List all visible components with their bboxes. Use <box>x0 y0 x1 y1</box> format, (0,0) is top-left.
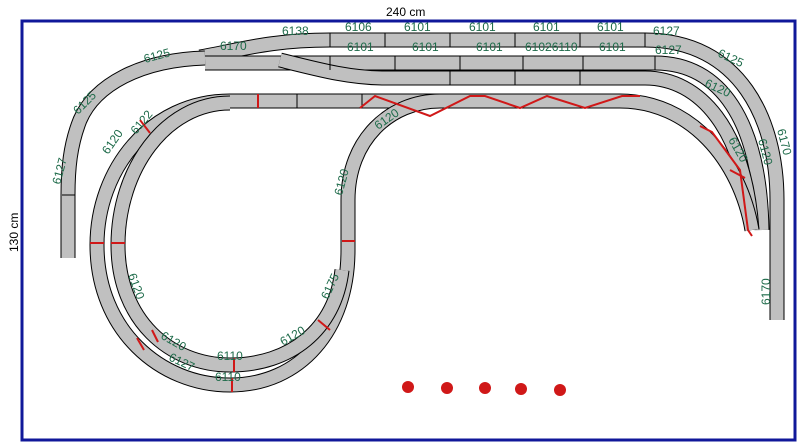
track-label: 6101 <box>533 20 560 34</box>
track-label: 6170 <box>220 39 247 53</box>
turnout-symbol <box>479 382 491 394</box>
track-label: 6101 <box>599 40 626 54</box>
track-line-3[interactable] <box>278 53 759 231</box>
track-label: 6127 <box>655 43 682 57</box>
track-teardrop-inner[interactable] <box>111 96 349 372</box>
turnout-symbol <box>402 381 414 393</box>
turnout-symbols <box>402 381 566 396</box>
red-markers <box>90 94 753 392</box>
track-label: 6101 <box>476 40 503 54</box>
track-label: 6170 <box>759 278 773 305</box>
track-label: 6127 <box>49 156 70 186</box>
track-label: 6120 <box>755 137 776 167</box>
layout-border <box>20 19 797 442</box>
track-label: 6170 <box>774 127 795 157</box>
track-label: 6101 <box>469 20 496 34</box>
turnout-symbol <box>441 382 453 394</box>
track-label: 6138 <box>282 24 309 38</box>
turnout-symbol <box>554 384 566 396</box>
track-joints <box>62 33 656 196</box>
turnout-symbol <box>515 383 527 395</box>
track-label: 6125 <box>142 45 172 66</box>
track-label: 6101 <box>347 40 374 54</box>
track-label: 6110 <box>215 370 241 384</box>
track-outer-line[interactable] <box>198 33 784 320</box>
track-teardrop-outer[interactable] <box>90 94 441 392</box>
width-dimension: 240 cm <box>386 5 425 19</box>
track-label: 61026110 <box>525 40 578 54</box>
track-label: 6106 <box>345 20 372 34</box>
track-label: 6110 <box>217 349 243 363</box>
track-left-outer-curve[interactable] <box>61 51 206 258</box>
track-label: 6120 <box>331 167 352 197</box>
track-label: 6101 <box>597 20 624 34</box>
track-label: 6101 <box>412 40 439 54</box>
track-label: 6101 <box>404 20 431 34</box>
track-inner-line[interactable] <box>230 94 759 232</box>
track-label: 6127 <box>653 24 680 38</box>
track-line-2[interactable] <box>205 56 769 231</box>
height-dimension: 130 cm <box>7 213 21 252</box>
